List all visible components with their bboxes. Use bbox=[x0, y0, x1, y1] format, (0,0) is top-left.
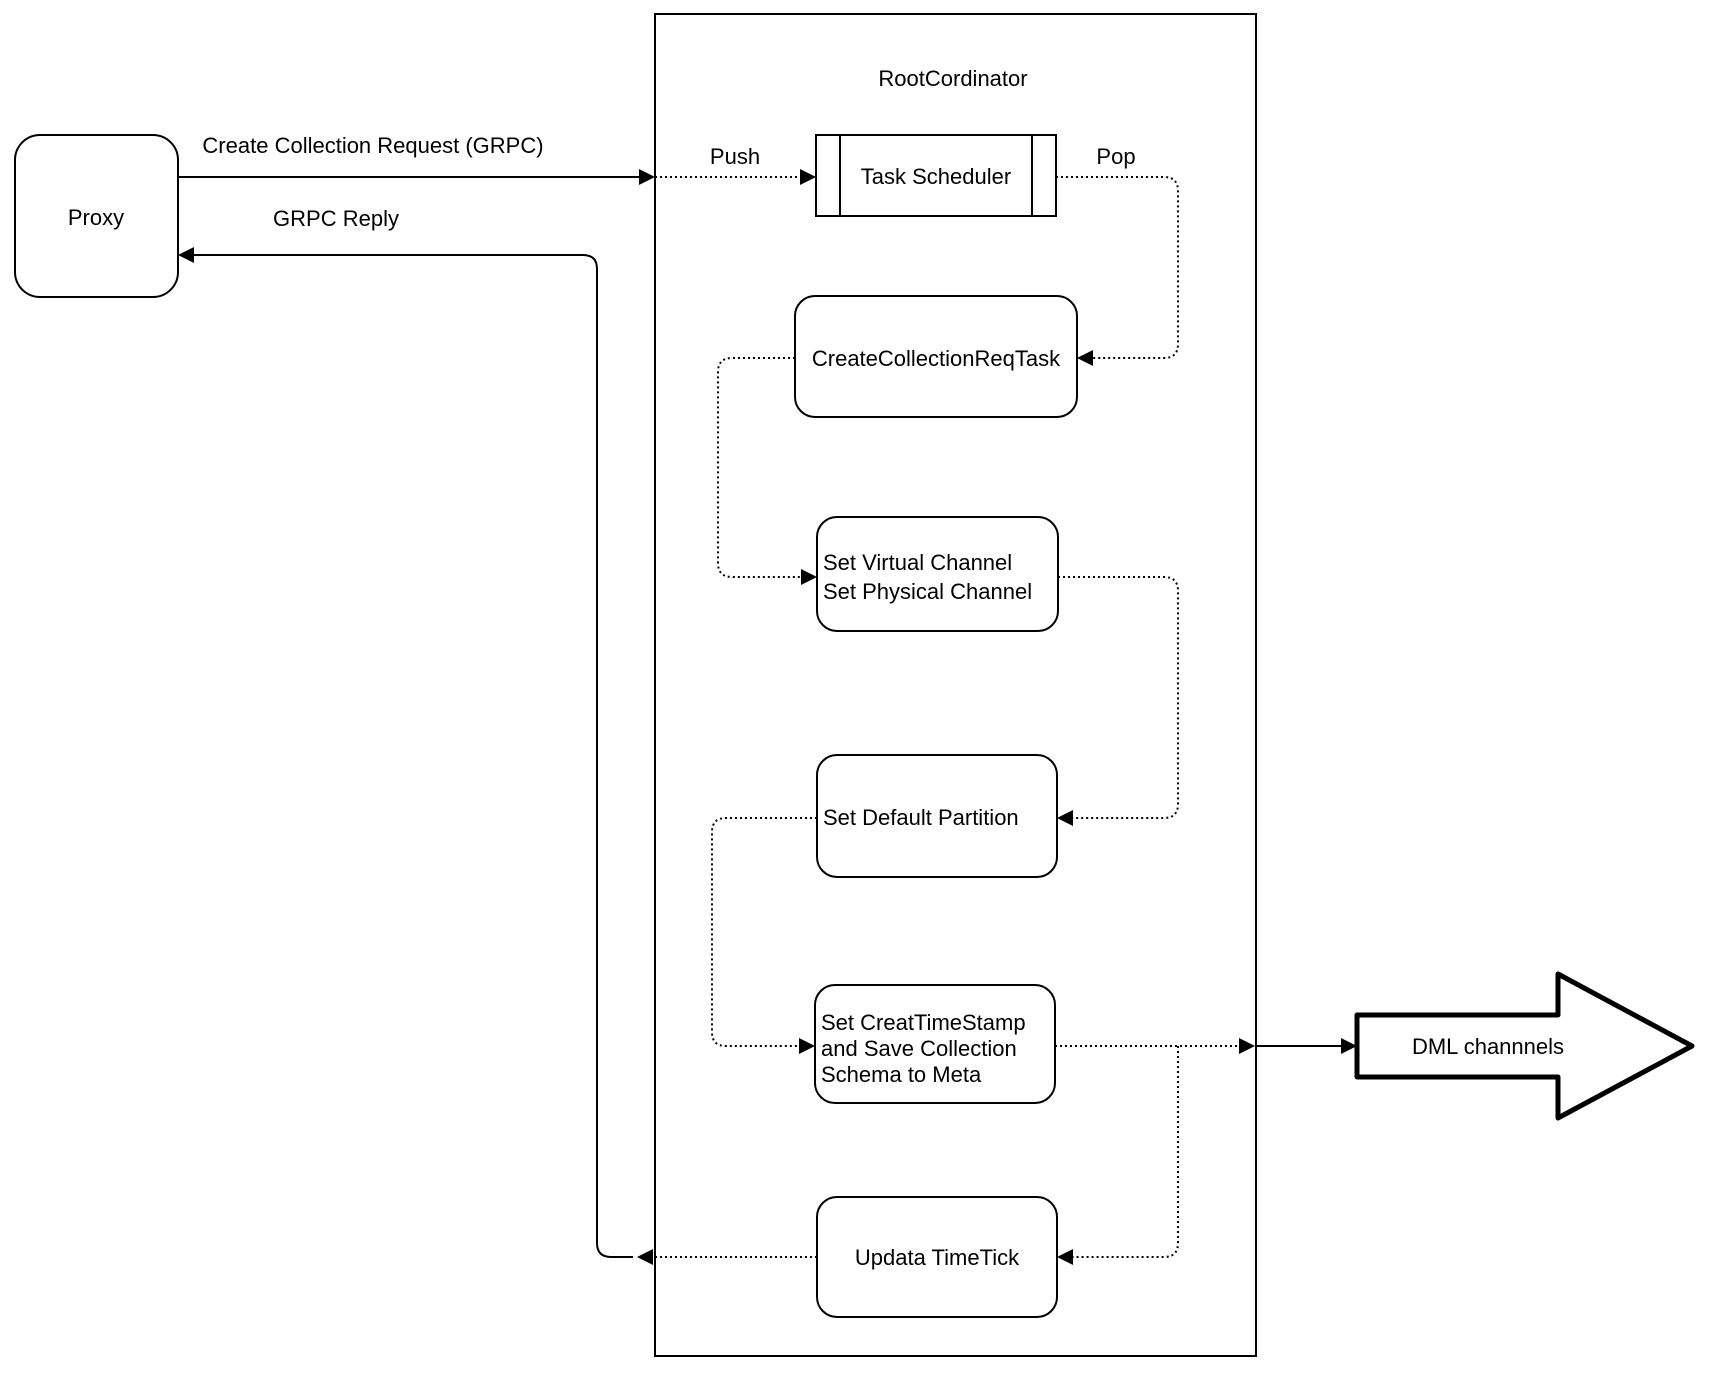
arrowhead-right-icon bbox=[1239, 1038, 1255, 1054]
edge-grpc-reply: GRPC Reply bbox=[178, 206, 633, 1258]
edge-line bbox=[1056, 176, 1179, 359]
root-coordinator-border bbox=[654, 13, 1257, 1357]
set-channels-node: Set Virtual Channel Set Physical Channel bbox=[816, 516, 1059, 632]
edge-line bbox=[1058, 576, 1179, 819]
set-channels-line1: Set Virtual Channel bbox=[823, 550, 1012, 575]
arrowhead-left-icon bbox=[1057, 1249, 1073, 1265]
edge-push: Push bbox=[655, 144, 816, 185]
arrowhead-left-icon bbox=[1077, 350, 1093, 366]
set-default-partition-box bbox=[816, 754, 1058, 878]
set-create-timestamp-line3: Schema to Meta bbox=[821, 1062, 982, 1087]
edge-timestamp-to-border bbox=[1055, 1038, 1255, 1054]
proxy-node: Proxy bbox=[14, 134, 179, 298]
edge-update-timetick-to-reply bbox=[637, 1249, 817, 1265]
edge-line bbox=[717, 357, 803, 578]
arrowhead-left-icon bbox=[637, 1249, 653, 1265]
root-coordinator-title: RootCordinator bbox=[878, 66, 1027, 91]
edge-label-pop: Pop bbox=[1096, 144, 1135, 169]
edge-label-create-collection-request: Create Collection Request (GRPC) bbox=[202, 133, 543, 158]
create-collection-req-task-box bbox=[794, 295, 1078, 418]
arrowhead-right-icon bbox=[800, 169, 816, 185]
task-scheduler-box bbox=[815, 134, 1057, 217]
update-timetick-label: Updata TimeTick bbox=[855, 1245, 1020, 1270]
arrowhead-left-icon bbox=[1057, 810, 1073, 826]
set-default-partition-label: Set Default Partition bbox=[823, 805, 1019, 830]
edge-default-partition-to-timestamp bbox=[711, 817, 817, 1054]
edge-set-channels-to-default-partition bbox=[1057, 576, 1179, 826]
set-default-partition-node: Set Default Partition bbox=[816, 754, 1058, 878]
edge-label-push: Push bbox=[710, 144, 760, 169]
proxy-box bbox=[14, 134, 179, 298]
edge-timestamp-to-update-timetick bbox=[1057, 1046, 1179, 1265]
set-create-timestamp-box bbox=[814, 984, 1056, 1104]
create-collection-req-task-label: CreateCollectionReqTask bbox=[812, 346, 1061, 371]
dml-channels-node: DML channnels bbox=[1354, 971, 1695, 1121]
task-scheduler-label: Task Scheduler bbox=[861, 164, 1011, 189]
create-collection-req-task-node: CreateCollectionReqTask bbox=[794, 295, 1078, 418]
set-create-timestamp-line2: and Save Collection bbox=[821, 1036, 1017, 1061]
edge-label-grpc-reply: GRPC Reply bbox=[273, 206, 399, 231]
set-create-timestamp-line1: Set CreatTimeStamp bbox=[821, 1010, 1026, 1035]
arrowhead-right-icon bbox=[801, 569, 817, 585]
set-channels-box bbox=[816, 516, 1059, 632]
arrowhead-right-icon bbox=[1341, 1038, 1357, 1054]
edge-border-to-dml bbox=[1256, 1038, 1357, 1054]
edge-line bbox=[711, 817, 817, 1047]
dml-channels-arrow-shape bbox=[1354, 971, 1695, 1121]
update-timetick-node: Updata TimeTick bbox=[816, 1196, 1058, 1318]
set-create-timestamp-node: Set CreatTimeStamp and Save Collection S… bbox=[814, 984, 1056, 1104]
root-coordinator-container: RootCordinator bbox=[654, 13, 1257, 1357]
set-channels-line2: Set Physical Channel bbox=[823, 579, 1032, 604]
task-scheduler-node: Task Scheduler bbox=[815, 134, 1057, 217]
edge-line bbox=[192, 254, 633, 1258]
edge-create-collection-request: Create Collection Request (GRPC) bbox=[178, 133, 655, 185]
dml-channels-label: DML channnels bbox=[1412, 1034, 1564, 1059]
arrowhead-right-icon bbox=[639, 169, 655, 185]
arrowhead-right-icon bbox=[799, 1038, 815, 1054]
proxy-label: Proxy bbox=[68, 205, 124, 230]
edge-ccrt-to-set-channels bbox=[717, 357, 817, 585]
edge-pop: Pop bbox=[1056, 144, 1179, 366]
arrowhead-left-icon bbox=[178, 247, 194, 263]
